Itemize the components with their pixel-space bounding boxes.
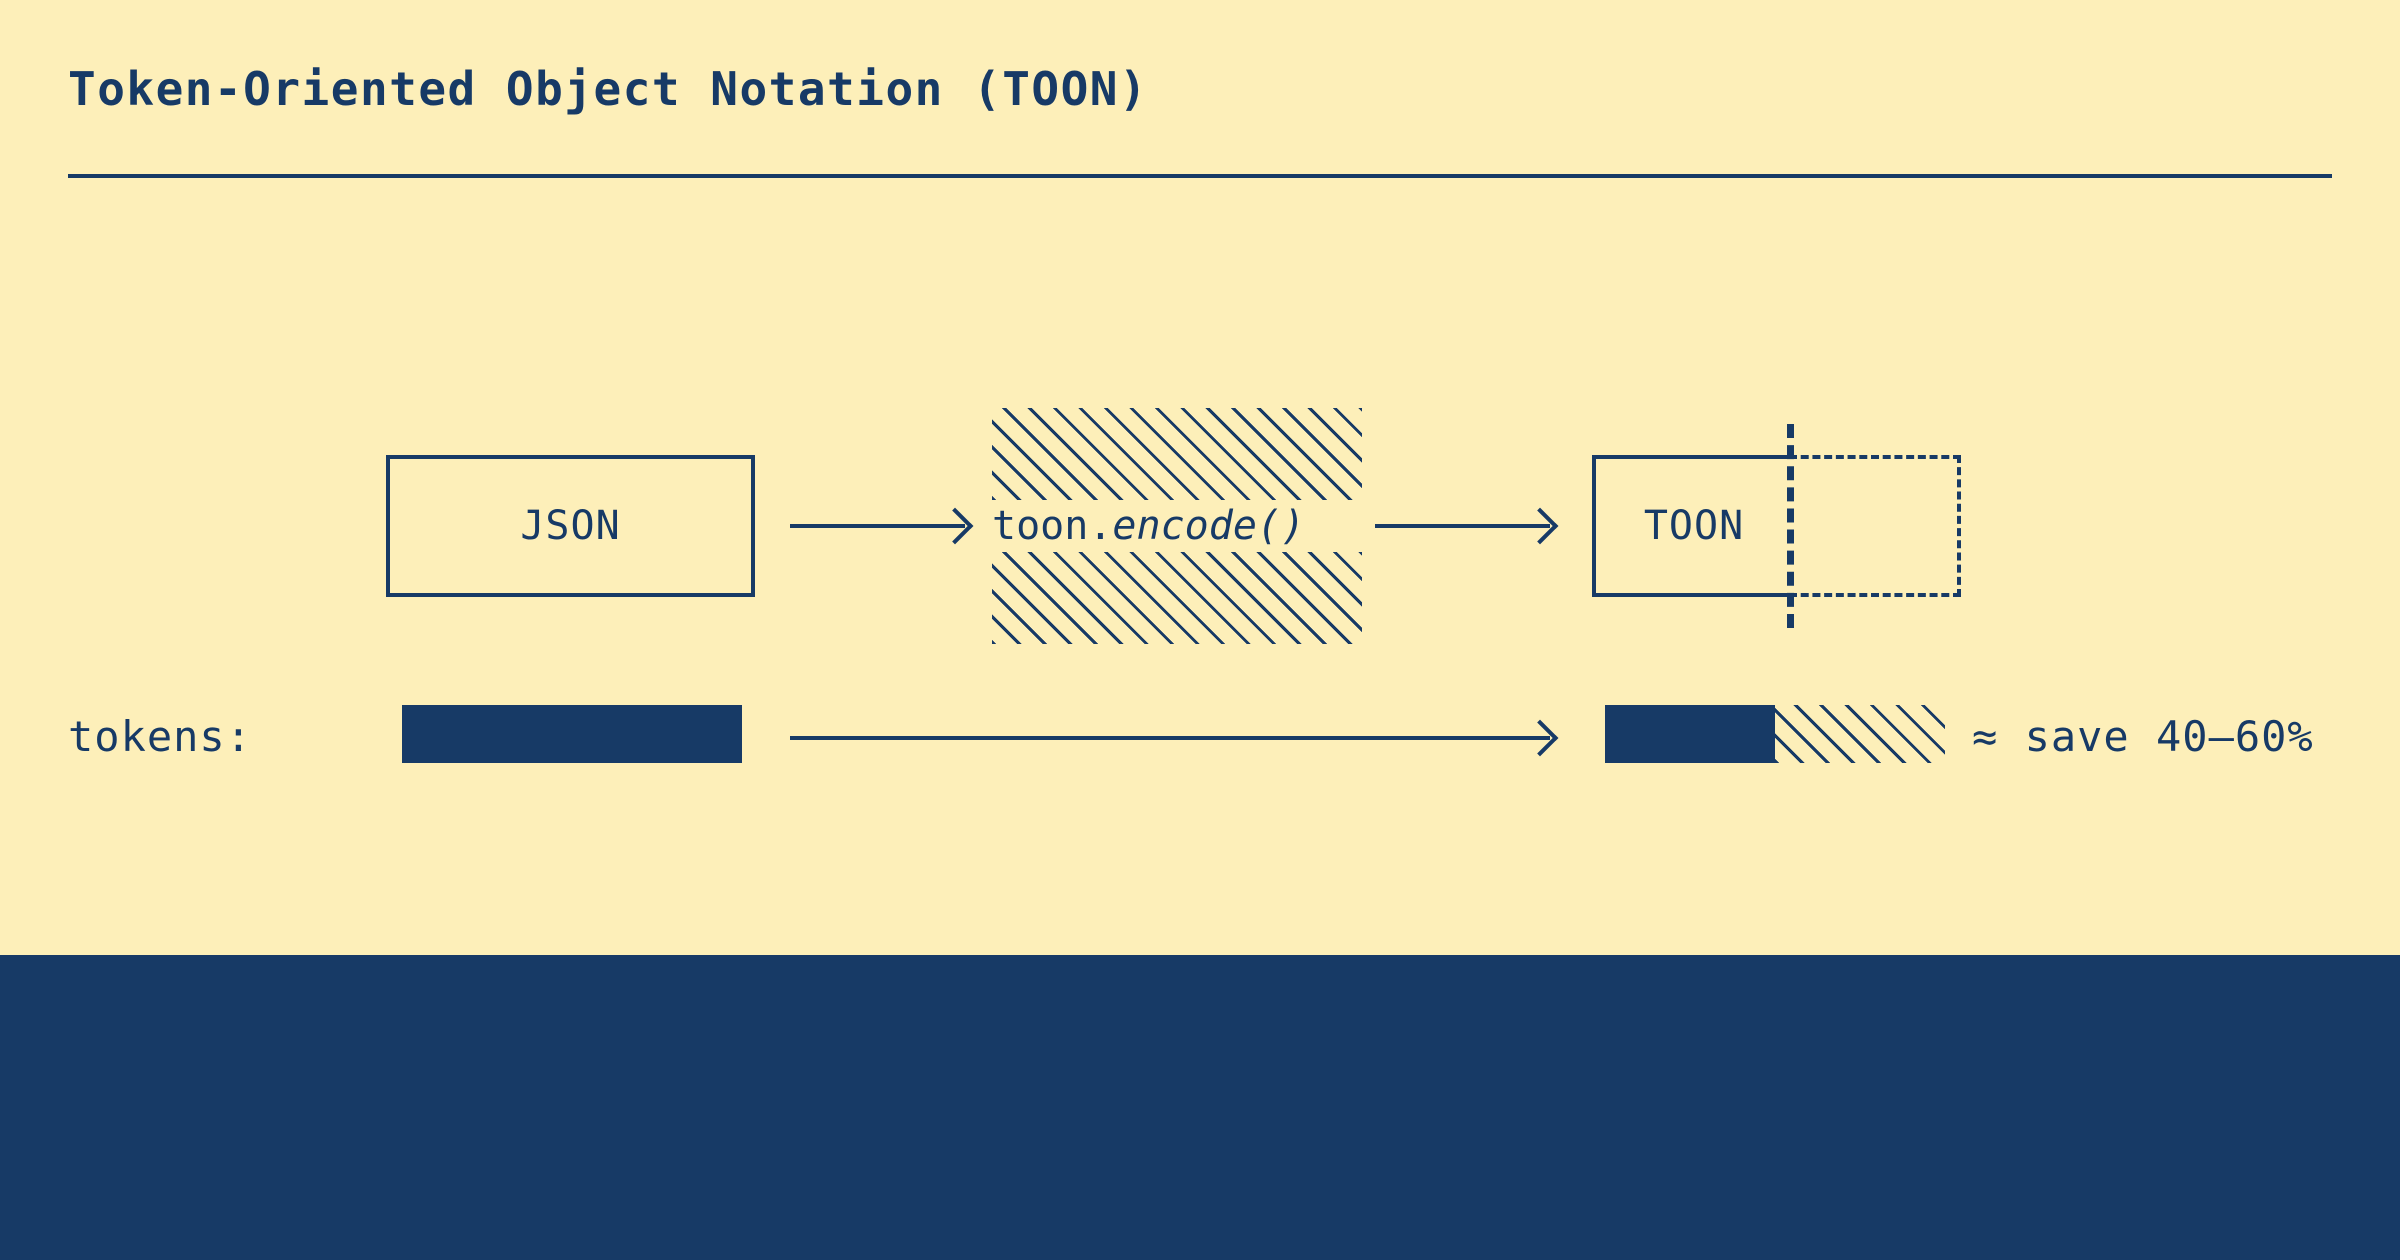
tokens-row-label: tokens: bbox=[68, 712, 253, 761]
title-divider-rule bbox=[68, 174, 2332, 178]
json-box: JSON bbox=[386, 455, 755, 597]
encode-hatch-top bbox=[992, 408, 1362, 500]
toon-box-label: TOON bbox=[1643, 503, 1745, 549]
encode-prefix: toon. bbox=[992, 503, 1113, 549]
encode-call: encode() bbox=[1112, 503, 1306, 549]
sample-panel: sample: JSON → { "tags": ["jazz", "chill… bbox=[0, 955, 2400, 1260]
page-title: Token-Oriented Object Notation (TOON) bbox=[68, 62, 1149, 116]
encode-function-label: toon.encode() bbox=[992, 500, 1362, 552]
tokens-savings-note: ≈ save 40–60% bbox=[1972, 712, 2314, 761]
arrow-tokens-reduction-icon bbox=[790, 736, 1550, 740]
toon-box-saved-region bbox=[1789, 455, 1961, 597]
tokens-bar-json bbox=[402, 705, 742, 763]
tokens-bar-toon-used bbox=[1605, 705, 1775, 763]
toon-box: TOON bbox=[1592, 455, 1792, 597]
arrow-encode-to-toon-icon bbox=[1375, 524, 1550, 528]
toon-box-divider bbox=[1787, 424, 1794, 628]
arrow-json-to-encode-icon bbox=[790, 524, 965, 528]
encode-hatch-bottom bbox=[992, 552, 1362, 644]
json-box-label: JSON bbox=[520, 503, 621, 549]
tokens-bar-toon-saved bbox=[1775, 705, 1945, 763]
